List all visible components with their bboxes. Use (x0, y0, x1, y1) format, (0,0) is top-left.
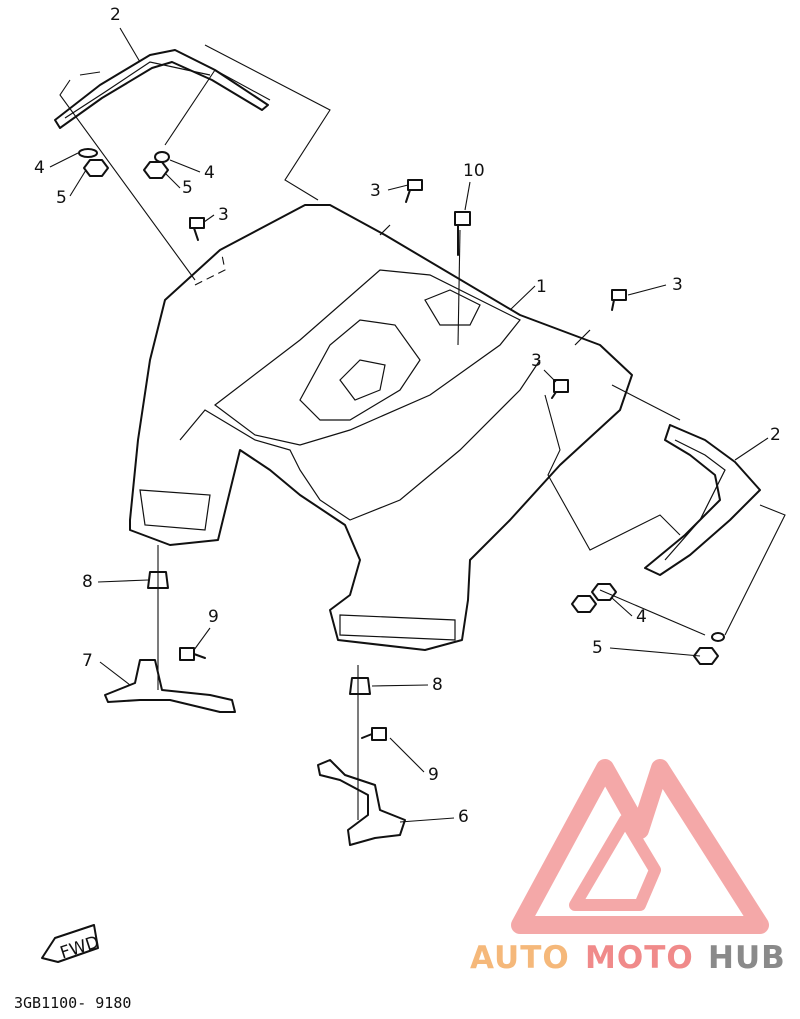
bolt-3-c (611, 289, 627, 311)
callout-4-mid: 4 (204, 163, 215, 183)
callout-4-left: 4 (34, 158, 45, 178)
watermark-logo (511, 759, 769, 934)
callout-3-d: 3 (531, 351, 542, 371)
bolt-9-right (361, 727, 387, 741)
nut-5-left (83, 159, 109, 177)
callout-4-right: 4 (636, 607, 647, 627)
callout-7: 7 (82, 651, 93, 671)
damper-8-left (147, 571, 169, 589)
callout-8-right: 8 (432, 675, 443, 695)
fwd-arrow-icon: FWD (41, 924, 102, 964)
callout-leaders (49, 27, 769, 823)
bolt-3-d (551, 379, 569, 399)
nut-5-mid (143, 161, 169, 179)
callout-2-right: 2 (770, 425, 781, 445)
stay-part-6 (317, 759, 406, 846)
bolt-3-a (189, 217, 205, 241)
callout-1: 1 (536, 277, 547, 297)
washer-4-right (711, 632, 725, 642)
watermark-hub: HUB (708, 940, 786, 976)
callout-8-left: 8 (82, 572, 93, 592)
bolt-9-left (179, 647, 206, 661)
callout-9-right: 9 (428, 765, 439, 785)
mud-guard-right-part-2 (644, 424, 761, 576)
nut-4-right (591, 583, 617, 601)
watermark-auto: AUTO (470, 940, 570, 976)
watermark-moto: MOTO (585, 940, 694, 976)
callout-10: 10 (463, 161, 485, 181)
assembly-lines (59, 44, 786, 820)
callout-5-left: 5 (56, 188, 67, 208)
mud-guard-left-part-2 (54, 49, 269, 129)
callouts: 2 4 5 4 5 3 3 10 1 3 3 2 8 9 7 4 5 8 9 6 (34, 5, 781, 827)
callout-3-b: 3 (370, 181, 381, 201)
damper-8-right (349, 677, 371, 695)
bolt-10 (454, 211, 471, 256)
nut-5-right (571, 595, 597, 613)
bolt-3-b (405, 179, 423, 203)
callout-5-mid: 5 (182, 178, 193, 198)
washer-4-left (78, 148, 98, 158)
diagram-code: 3GB1100- 9180 (14, 994, 131, 1012)
washer-4-mid (154, 151, 170, 163)
callout-3-a: 3 (218, 205, 229, 225)
watermark-text: AUTO MOTO HUB (470, 940, 786, 976)
callout-6: 6 (458, 807, 469, 827)
fwd-label: FWD (58, 932, 102, 963)
callout-2-top: 2 (110, 5, 121, 25)
callout-3-c: 3 (672, 275, 683, 295)
rear-fender-part-1 (129, 204, 633, 651)
callout-9-left: 9 (208, 607, 219, 627)
callout-5-right: 5 (592, 638, 603, 658)
stay-part-7 (104, 659, 236, 713)
fasteners (78, 148, 725, 741)
